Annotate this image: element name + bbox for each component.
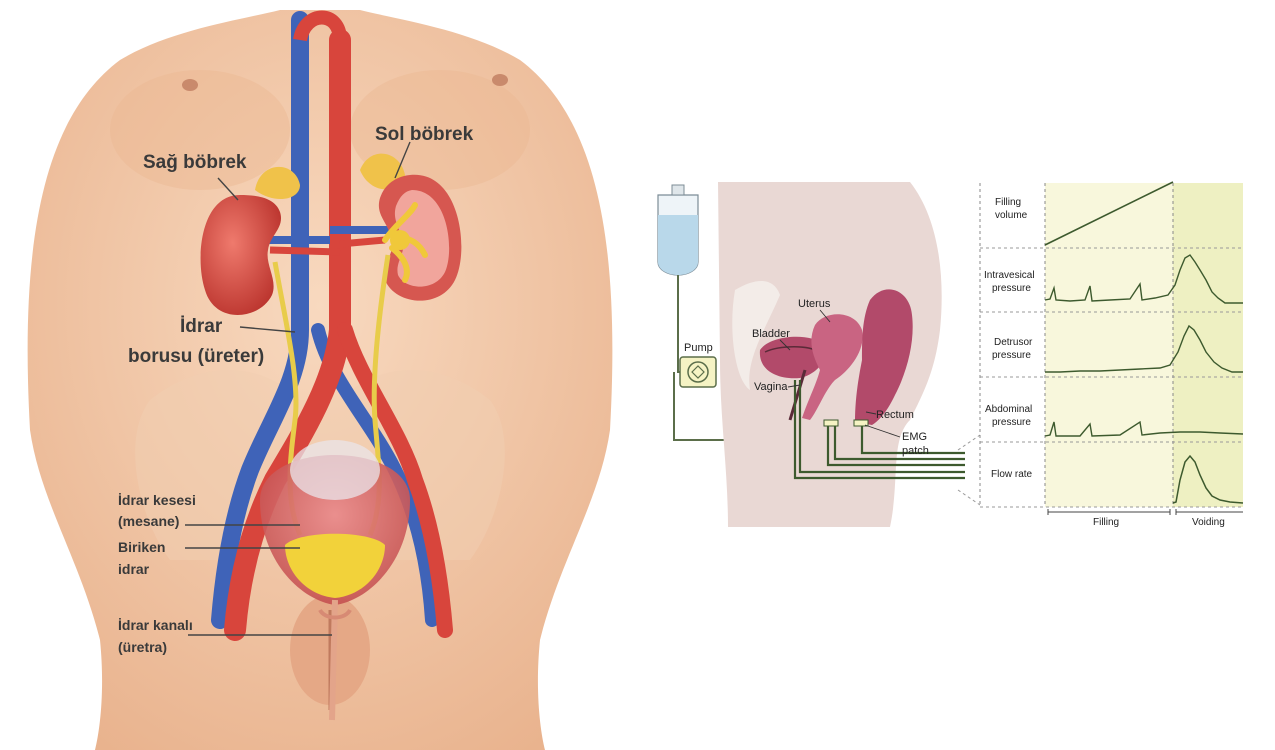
bladder-organ [759,336,826,379]
right-kidney [200,195,282,315]
label-detrusor-l2: pressure [992,350,1031,361]
label-filling-volume-l1: Filling [995,197,1021,208]
label-abdominal-l2: pressure [992,417,1031,428]
trace-abdominal-pressure [1044,420,1244,437]
label-rectum: Rectum [876,409,914,421]
label-bladder-line1: İdrar kesesi [118,492,196,508]
label-intravesical-l1: Intravesical [984,270,1035,281]
label-urine-line1: Biriken [118,539,165,555]
urodynamic-traces-chart: Filling volume Intravesical pressure Det… [979,181,1244,528]
label-intravesical-l2: pressure [992,283,1031,294]
urethra [329,599,338,721]
label-urine-line2: idrar [118,561,150,577]
label-bladder-line2: (mesane) [118,513,179,529]
label-uterus: Uterus [798,298,831,310]
trace-detrusor-pressure [1045,324,1243,373]
label-urethra-line2: (üretra) [118,639,167,655]
label-vagina: Vagina [754,381,788,393]
label-pump: Pump [684,342,713,354]
trace-intravesical-pressure [1044,254,1243,304]
adrenal-right [255,166,300,200]
nipple-right [182,79,198,91]
label-phase-filling: Filling [1093,517,1119,528]
label-right-kidney: Sağ böbrek [143,152,247,173]
anatomy-svg: Sağ böbrek Sol böbrek İdrar borusu (üret… [27,10,613,750]
label-ureter-line2: borusu (üreter) [128,346,264,367]
label-emg-line1: EMG [902,431,927,443]
urodynamics-diagram: Pump Uterus Bladder Vagina Rectum EMG pa… [640,0,1275,750]
trace-flow-rate [1172,454,1244,504]
label-flow-rate: Flow rate [991,469,1033,480]
label-emg-line2: patch [902,445,929,457]
label-abdominal-l1: Abdominal [985,404,1032,415]
trace-filling-volume [1044,181,1174,246]
uterus-organ [802,314,863,420]
nipple-left [492,74,508,86]
urine [285,533,385,598]
label-urethra-line1: İdrar kanalı [118,617,193,633]
label-filling-volume-l2: volume [995,210,1028,221]
emg-patch-icon [823,419,839,427]
label-detrusor-l1: Detrusor [994,337,1033,348]
label-left-kidney: Sol böbrek [375,124,474,145]
label-phase-voiding: Voiding [1192,517,1225,528]
urodynamics-svg: Pump Uterus Bladder Vagina Rectum EMG pa… [657,181,1244,528]
label-ureter-line1: İdrar [180,316,223,337]
label-bladder: Bladder [752,328,790,340]
rectum-organ [855,289,913,425]
urinary-anatomy-illustration: Sağ böbrek Sol böbrek İdrar borusu (üret… [27,10,613,750]
